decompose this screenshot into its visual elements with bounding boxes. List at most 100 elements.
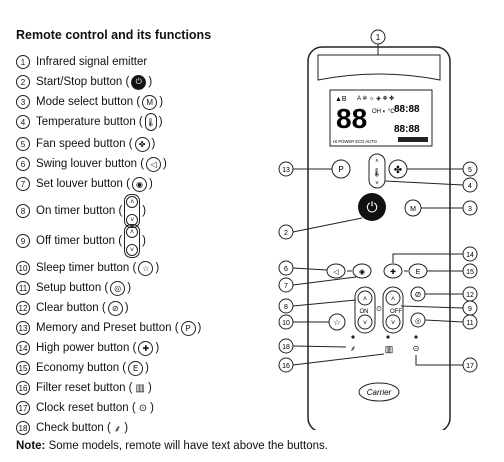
- svg-text:OFF: OFF: [390, 309, 402, 315]
- clock-reset-button[interactable]: ⊙: [413, 344, 420, 353]
- item-close: ): [124, 302, 129, 314]
- remote-body: [307, 46, 451, 430]
- svg-text:2: 2: [284, 230, 288, 237]
- item-close: ): [158, 116, 163, 128]
- list-item-10: 10 Sleep timer button ( ☆ ): [16, 258, 159, 278]
- item-close: ): [155, 262, 160, 274]
- economy-icon: E: [128, 360, 144, 376]
- swing-louver-button[interactable]: [326, 263, 346, 279]
- svg-text:4: 4: [468, 183, 472, 190]
- item-label: Memory and Preset button (: [36, 322, 179, 334]
- display-mode-icons: A ✲ ☼ ◈ ❅ ✤: [357, 95, 394, 102]
- filter-icon: ▥: [135, 382, 145, 394]
- svg-text:17: 17: [466, 363, 474, 370]
- svg-text:E: E: [416, 269, 421, 276]
- filter-reset-button[interactable]: ▥: [385, 344, 394, 354]
- clear-icon: ⊘: [107, 300, 123, 316]
- item-label: Swing louver button (: [36, 158, 145, 170]
- svg-text:P: P: [338, 165, 343, 174]
- item-close: ): [150, 402, 154, 414]
- item-close: ): [142, 205, 147, 217]
- list-item-14: 14 High power button ( ✚ ): [16, 338, 159, 358]
- display-status: OH ◐ °C: [372, 109, 395, 115]
- item-close: ): [159, 96, 164, 108]
- swing-louver-icon: ◁: [146, 156, 162, 172]
- high-power-button[interactable]: [383, 263, 403, 279]
- item-close: ): [151, 138, 156, 150]
- svg-text:◉: ◉: [359, 269, 365, 276]
- clock-icon: ⊙: [138, 402, 148, 414]
- svg-text:3: 3: [468, 206, 472, 213]
- on-timer-down-button[interactable]: [357, 314, 373, 330]
- note-label: Note:: [16, 440, 46, 452]
- item-number: 11: [16, 281, 30, 295]
- svg-text:◁: ◁: [333, 269, 339, 276]
- item-label: On timer button (: [36, 205, 123, 217]
- mode-icon: M: [142, 94, 158, 110]
- set-louver-button[interactable]: [352, 263, 372, 279]
- display-digits: 88: [336, 103, 367, 134]
- list-item-1: 1 Infrared signal emitter: [16, 52, 147, 72]
- list-item-3: 3 Mode select button ( M ): [16, 92, 163, 112]
- footnote: Note: Some models, remote will have text…: [16, 440, 328, 452]
- thermometer-icon: 🌡: [144, 113, 157, 131]
- item-label: Start/Stop button (: [36, 76, 130, 88]
- check-icon: ⸙: [113, 424, 122, 435]
- item-close: ): [163, 158, 167, 170]
- item-label: Set louver button (: [36, 178, 130, 190]
- item-label: Fan speed button (: [36, 138, 133, 150]
- set-louver-icon: ◉: [131, 176, 147, 192]
- item-label: Sleep timer button (: [36, 262, 137, 274]
- svg-text:5: 5: [468, 167, 472, 174]
- sleep-icon: ☆: [138, 260, 154, 276]
- page-title: Remote control and its functions: [16, 28, 212, 42]
- svg-text:☆: ☆: [333, 318, 340, 327]
- list-item-8: 8 On timer button ( ˄ · ˅ ): [16, 194, 147, 228]
- item-number: 6: [16, 157, 30, 171]
- svg-text:12: 12: [466, 292, 474, 299]
- item-label: Clock reset button (: [36, 402, 136, 414]
- item-number: 13: [16, 321, 30, 335]
- list-item-15: 15 Economy button ( E ): [16, 358, 149, 378]
- svg-text:Carrier: Carrier: [367, 388, 392, 397]
- temperature-button[interactable]: [368, 153, 386, 189]
- svg-text:˅: ˅: [391, 320, 395, 327]
- off-timer-down-button[interactable]: [385, 314, 401, 330]
- svg-text:✚: ✚: [390, 268, 396, 276]
- list-item-6: 6 Swing louver button ( ◁ ): [16, 154, 167, 174]
- brand-logo: [358, 382, 400, 402]
- item-close: ): [197, 322, 202, 334]
- off-timer-icon: ˄ · ˅: [124, 224, 141, 258]
- item-number: 5: [16, 137, 30, 151]
- svg-text:˅: ˅: [363, 320, 367, 327]
- item-close: ): [142, 235, 146, 247]
- item-label: High power button (: [36, 342, 137, 354]
- item-label: Economy button (: [36, 362, 127, 374]
- svg-text:✤: ✤: [394, 165, 402, 176]
- on-timer-icon: ˄ · ˅: [124, 194, 141, 228]
- svg-text:10: 10: [282, 320, 290, 327]
- display-battery: [398, 137, 428, 142]
- off-timer-up-button[interactable]: [385, 290, 401, 306]
- display-ab: ▲B: [335, 96, 347, 103]
- item-label: Clear button (: [36, 302, 106, 314]
- list-item-18: 18 Check button ( ⸙ ): [16, 418, 128, 438]
- svg-text:6: 6: [284, 266, 288, 273]
- item-close: ): [148, 178, 153, 190]
- item-number: 8: [16, 204, 30, 218]
- list-item-16: 16 Filter reset button ( ▥ ): [16, 378, 152, 398]
- svg-text:13: 13: [282, 167, 290, 174]
- on-timer-up-button[interactable]: [357, 290, 373, 306]
- item-close: ): [155, 342, 160, 354]
- svg-text:⊘: ⊘: [415, 290, 422, 299]
- item-label: Check button (: [36, 422, 111, 434]
- item-close: ): [124, 422, 129, 434]
- infrared-emitter: [317, 54, 441, 81]
- item-label: Infrared signal emitter: [36, 56, 148, 68]
- start-stop-button[interactable]: [358, 193, 386, 221]
- item-number: 12: [16, 301, 30, 315]
- check-button[interactable]: ⸙: [350, 344, 356, 353]
- svg-text:7: 7: [284, 283, 288, 290]
- svg-text:˄: ˄: [363, 296, 367, 303]
- item-close: ): [127, 282, 132, 294]
